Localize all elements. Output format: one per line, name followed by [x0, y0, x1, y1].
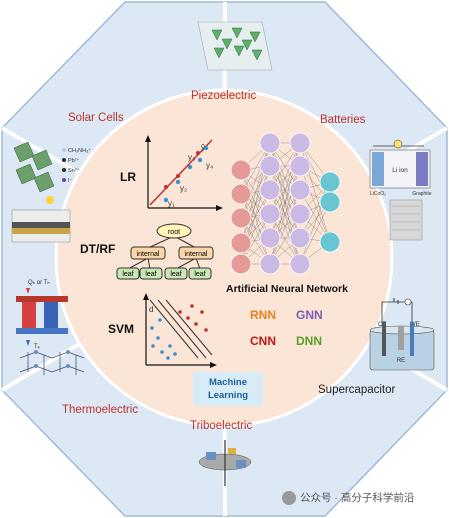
ann-node [259, 179, 281, 201]
ann-node [259, 203, 281, 225]
svg-text:leaf: leaf [145, 271, 156, 278]
tree-leaf-node-4 [188, 267, 212, 280]
ann-edge [299, 201, 331, 265]
ann-node [259, 253, 281, 275]
svg-text:leaf: leaf [170, 271, 181, 278]
ann-edge [299, 181, 331, 239]
decision-tree: root internal internal leaf leaf leaf le… [116, 223, 214, 280]
ann-node [319, 231, 341, 253]
section-label-solar-cells: Solar Cells [68, 112, 124, 124]
section-label-thermoelectric: Thermoelectric [62, 404, 139, 416]
nn-gnn-label: GNN [296, 308, 323, 322]
tree-leaf-node-2 [139, 267, 163, 280]
section-label-supercapacitor: Supercapacitor [318, 384, 396, 396]
piezoelectric-illustration [197, 21, 273, 71]
lr-y2-label: y₂ [180, 184, 187, 193]
lr-plot: ŷ y₁ y₂ y₃ y₄ [145, 135, 223, 211]
triboelectric-illustration [198, 440, 252, 486]
tree-leaf-node-1 [116, 267, 140, 280]
tree-leaf-node-3 [164, 267, 188, 280]
ann-node [289, 132, 311, 154]
svm-margin-label: d [149, 305, 153, 314]
ann-node [289, 203, 311, 225]
battery-cathode-label: LiCoO₂ [370, 191, 386, 197]
ml-line-1: Machine [208, 377, 247, 388]
machine-learning-badge: Machine Learning [193, 372, 263, 406]
lr-fit-line [149, 139, 213, 206]
ann-node [319, 191, 341, 213]
ann-node [289, 179, 311, 201]
solar-legend-4: I⁻ [68, 178, 73, 184]
solar-cell-illustration: CH₃NH₃⁺ Pb²⁺ Sn²⁺ I⁻ [11, 141, 91, 243]
tree-internal-node-left [130, 246, 166, 260]
ann-edge [240, 142, 271, 219]
ann-node [289, 253, 311, 275]
solar-legend-1: CH₃NH₃⁺ [68, 147, 91, 154]
ann-title: Artificial Neural Network [226, 283, 348, 295]
wechat-icon [282, 491, 296, 506]
dtrf-title: DT/RF [80, 242, 116, 256]
lr-title: LR [120, 170, 136, 184]
supercap-re-label: RE [397, 358, 405, 364]
svg-text:internal: internal [137, 251, 160, 258]
lr-y3-label: y₃ [188, 153, 195, 162]
thermo-top-label: Qₕ or Tₕ [28, 280, 50, 286]
neural-network [230, 132, 341, 275]
ann-edge [299, 165, 331, 243]
svg-text:root: root [168, 229, 180, 236]
ann-node [259, 155, 281, 177]
ann-node [230, 183, 252, 205]
thermo-bottom-label: Tₑ [34, 344, 41, 350]
lr-yhat-label: ŷ [201, 143, 205, 152]
supercapacitor-illustration: CE WE RE [369, 298, 435, 371]
ann-node [230, 253, 252, 275]
tree-root-node [156, 223, 192, 239]
ann-edge [240, 165, 271, 244]
supercap-we-label: WE [410, 322, 420, 328]
nn-cnn-label: CNN [250, 334, 276, 348]
ann-node [230, 232, 252, 254]
ann-edge [299, 142, 331, 203]
center-circle [54, 88, 394, 428]
watermark-text: 公众号 · 高分子科学前沿 [300, 492, 415, 504]
battery-li-ion-label: Li ion [392, 167, 408, 174]
ann-node [289, 155, 311, 177]
nn-rnn-label: RNN [250, 308, 276, 322]
ml-line-2: Learning [207, 390, 249, 401]
solar-legend-2: Pb²⁺ [68, 157, 80, 164]
solar-legend-3: Sn²⁺ [68, 167, 80, 174]
watermark: 公众号 · 高分子科学前沿 [282, 490, 415, 506]
thermoelectric-illustration: Qₕ or Tₕ Tₑ [16, 280, 85, 375]
lr-y1-label: y₁ [168, 199, 175, 208]
battery-illustration: Li ion LiCoO₂ Graphite [369, 139, 432, 241]
svm-plot: d [143, 293, 217, 368]
svg-text:internal: internal [185, 251, 208, 258]
svg-text:leaf: leaf [122, 271, 133, 278]
svm-title: SVM [108, 322, 135, 336]
ann-node [319, 171, 341, 193]
ann-node [259, 227, 281, 249]
ann-node [230, 159, 252, 181]
svg-text:leaf: leaf [194, 271, 205, 278]
ann-node [230, 207, 252, 229]
battery-anode-label: Graphite [412, 191, 431, 197]
tree-internal-node-right [178, 246, 214, 260]
section-label-piezoelectric: Piezoelectric [191, 90, 257, 102]
ann-edge [269, 189, 301, 265]
lr-y4-label: y₄ [206, 161, 213, 170]
ann-edge [269, 142, 301, 215]
nn-dnn-label: DNN [296, 334, 322, 348]
ann-node [289, 227, 311, 249]
ann-edge [269, 165, 301, 239]
ann-node [259, 132, 281, 154]
section-label-batteries: Batteries [320, 114, 366, 126]
section-label-triboelectric: Triboelectric [190, 420, 253, 432]
